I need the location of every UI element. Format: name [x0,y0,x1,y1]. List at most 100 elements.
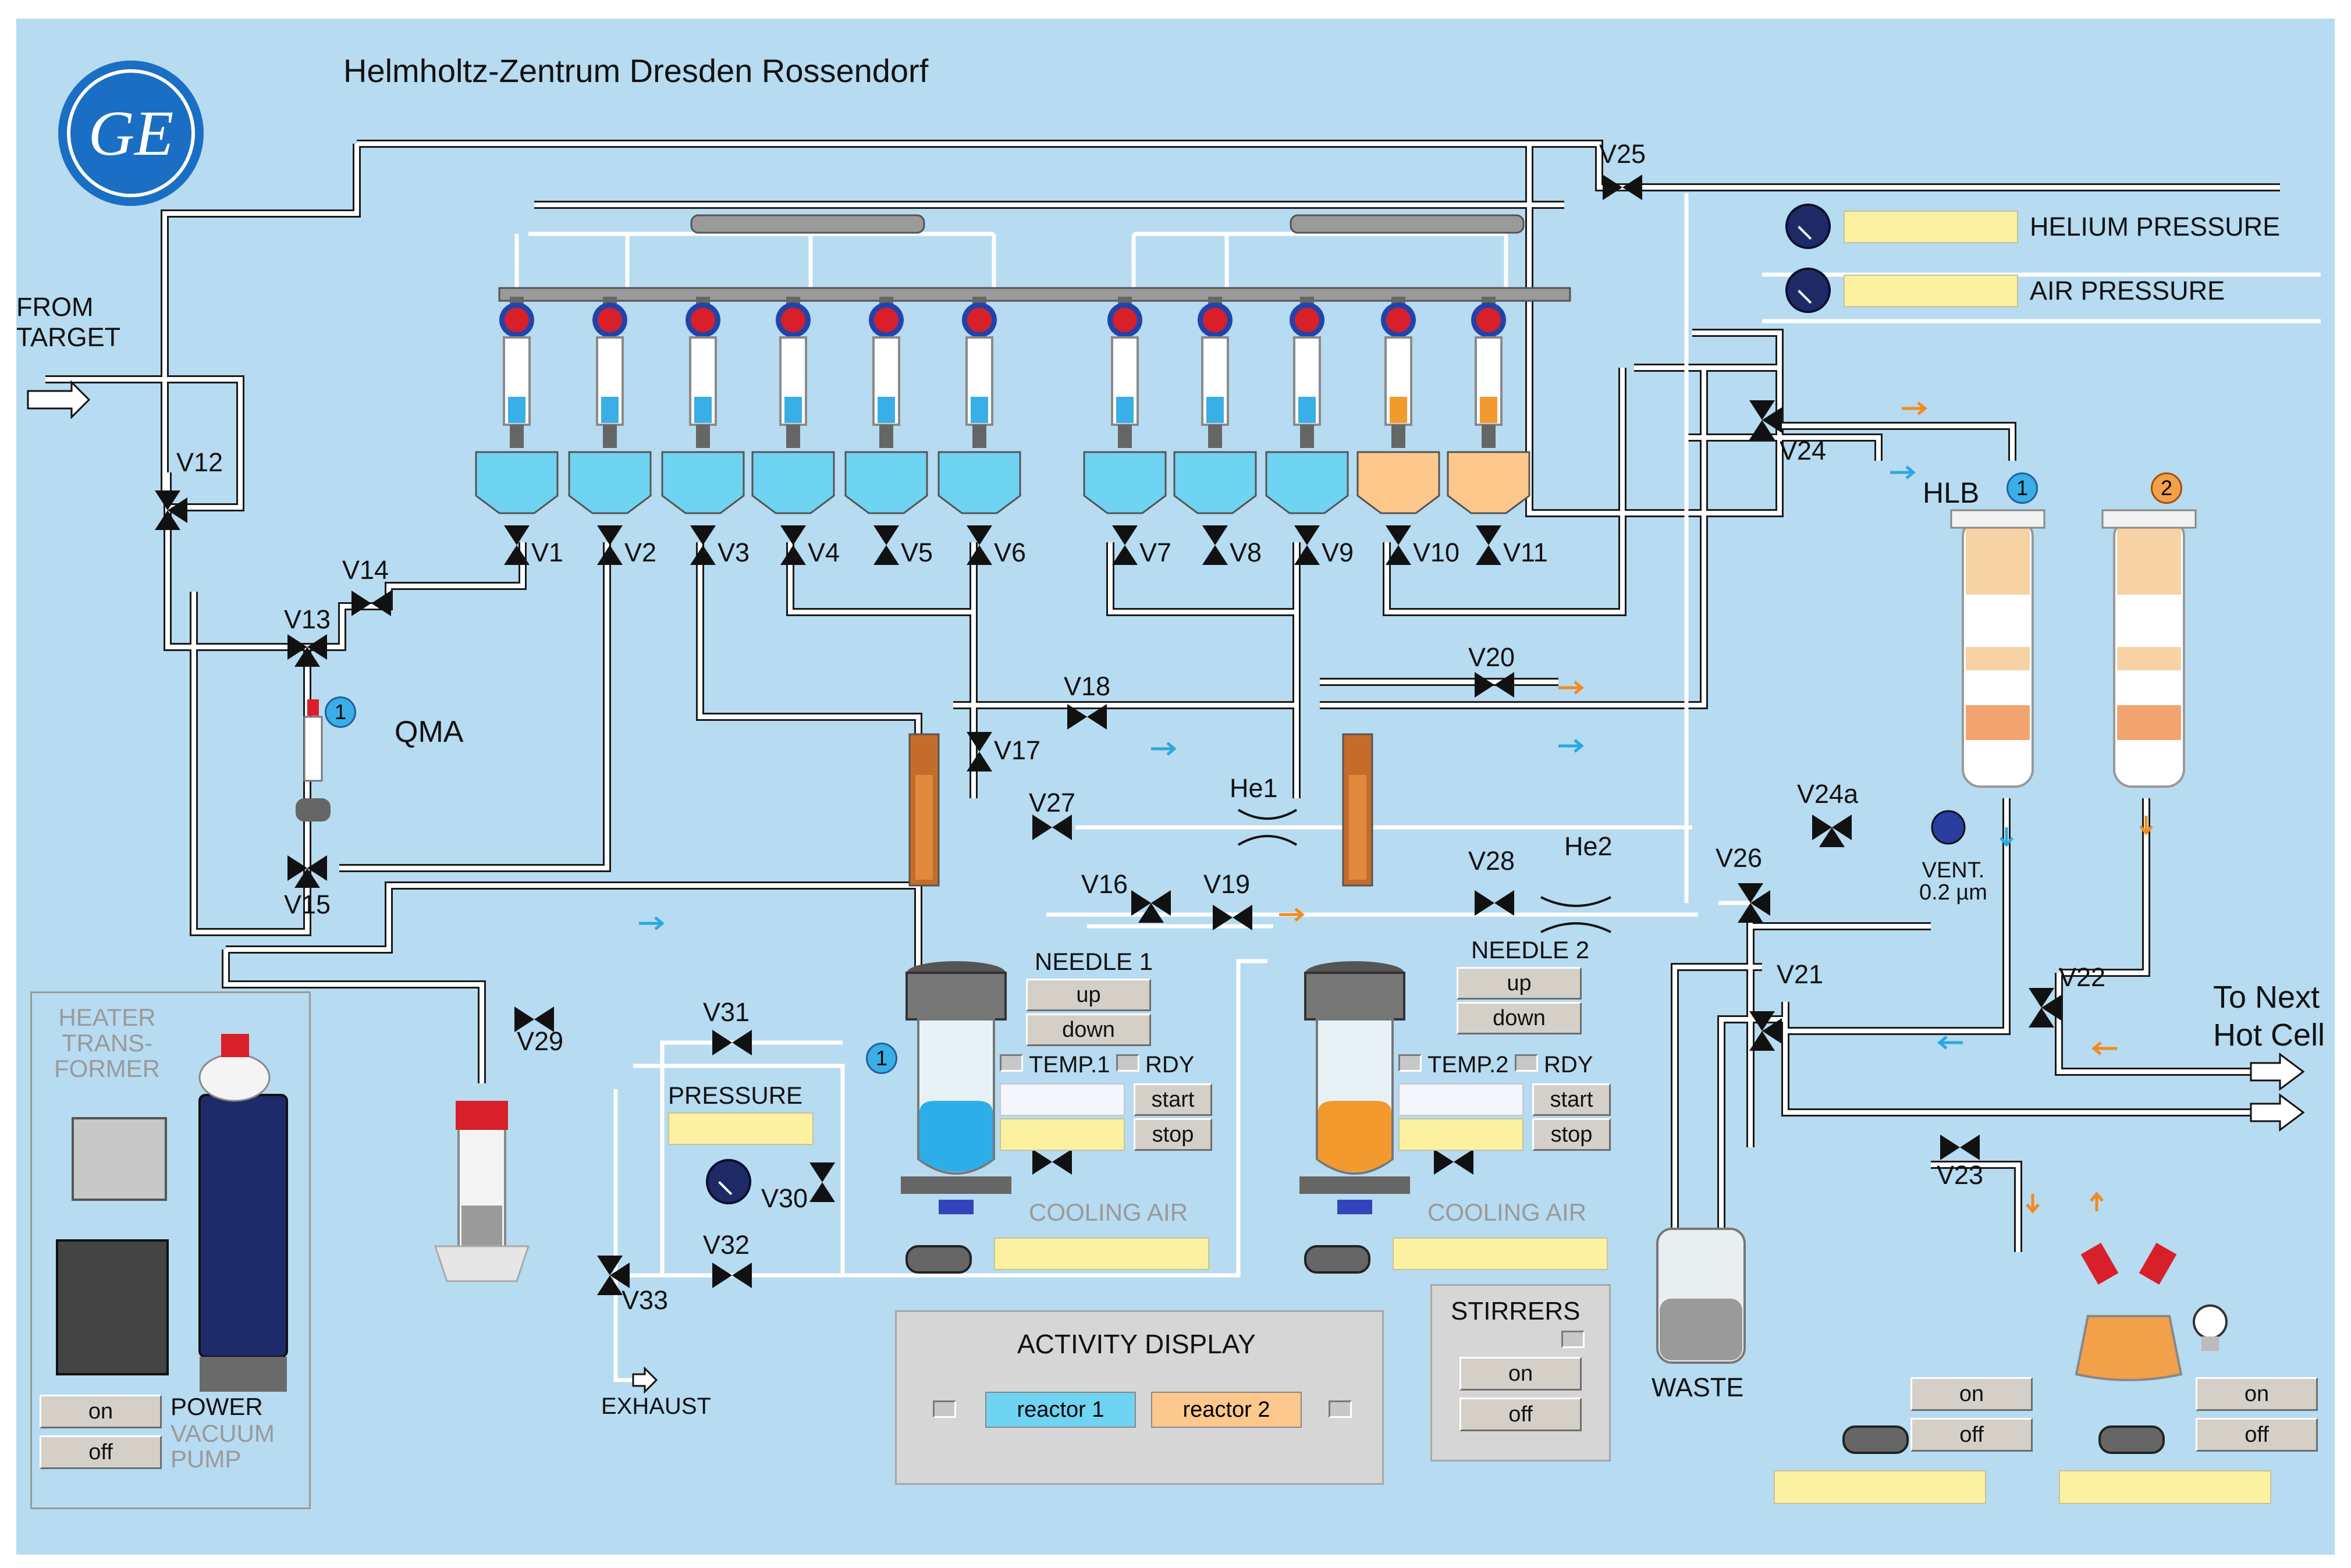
needle2-title: NEEDLE 2 [1471,936,1590,963]
valve-label-v24[interactable]: V24 [1780,436,1827,465]
product-off-button[interactable]: off [2196,1418,2318,1452]
temp1-actual-field [1000,1118,1125,1151]
helium-pressure-label: HELIUM PRESSURE [2030,212,2281,241]
stirrers-off-button[interactable]: off [1459,1398,1582,1431]
valve-label-v26[interactable]: V26 [1716,843,1763,873]
hlb-label: HLB [1923,477,1980,509]
valve-label-v12[interactable]: V12 [176,447,223,477]
temp2-setpoint-field[interactable] [1398,1083,1523,1116]
valve-label-v22[interactable]: V22 [2059,962,2106,992]
valve-label-v23[interactable]: V23 [1937,1160,1984,1190]
air-pressure-gauge-icon [1785,268,1831,313]
reactor1-badge: 1 [866,1043,897,1074]
pressure-gauge-icon [706,1159,751,1204]
air-pressure-label: AIR PRESSURE [2030,276,2225,305]
valve-label-v7[interactable]: V7 [1139,538,1172,567]
valve-label-v17[interactable]: V17 [994,735,1041,765]
valve-label-v32[interactable]: V32 [703,1230,750,1260]
ge-logo-text: GE [88,97,174,169]
valve-label-v13[interactable]: V13 [284,605,331,634]
valve-label-v6[interactable]: V6 [994,538,1027,567]
needle2-down-button[interactable]: down [1457,1002,1582,1034]
heater1-stop-button[interactable]: stop [1134,1118,1212,1151]
needle1-title: NEEDLE 1 [1035,948,1153,975]
valve-label-v16[interactable]: V16 [1081,869,1128,899]
he1-label: He1 [1230,773,1278,803]
activity-reactor1-button[interactable]: reactor 1 [985,1392,1136,1428]
valve-label-v25[interactable]: V25 [1599,139,1646,169]
heater-transformer-label: HEATER TRANS- FORMER [54,1004,160,1083]
temp1-label: TEMP.1 [1029,1052,1110,1078]
valve-label-v28[interactable]: V28 [1468,846,1515,876]
activity-display-panel [895,1310,1384,1485]
temp2-led [1398,1054,1422,1072]
valve-label-v31[interactable]: V31 [703,997,750,1027]
he2-label: He2 [1564,831,1613,861]
pressure-field [668,1112,814,1145]
needle1-down-button[interactable]: down [1026,1014,1151,1046]
valve-label-v19[interactable]: V19 [1203,869,1251,899]
valve-label-v21[interactable]: V21 [1777,959,1824,989]
vent-label: VENT. 0.2 µm [1919,858,1987,905]
valve-label-v27[interactable]: V27 [1029,788,1076,817]
page-title: Helmholtz-Zentrum Dresden Rossendorf [343,52,929,89]
stirrers-title: STIRRERS [1451,1297,1581,1325]
valve-label-v2[interactable]: V2 [624,538,657,567]
valve-label-v1[interactable]: V1 [531,538,564,567]
qma-badge: 1 [325,696,356,728]
reactor2-stirrer-field [1393,1238,1608,1270]
activity-display-title: ACTIVITY DISPLAY [1017,1329,1256,1359]
heater1-start-button[interactable]: start [1134,1083,1212,1116]
valve-label-v10[interactable]: V10 [1413,538,1460,567]
needle2-up-button[interactable]: up [1457,967,1582,1000]
to-next-hot-cell-label: To Next Hot Cell [2213,980,2325,1053]
valve-label-v9[interactable]: V9 [1322,538,1354,567]
synthesis-module-screen: GE Helmholtz-Zentrum Dresden Rossendorf … [16,19,2335,1555]
valve-label-v30[interactable]: V30 [761,1183,808,1213]
heater2-start-button[interactable]: start [1532,1083,1611,1116]
cooling-air-1-label: COOLING AIR [1029,1199,1188,1226]
needle1-up-button[interactable]: up [1026,979,1151,1011]
rdy2-led [1515,1054,1538,1072]
power-label: POWER [171,1393,263,1420]
hlb1-stirrer-field [1774,1470,1986,1504]
stirrers-on-button[interactable]: on [1459,1357,1582,1391]
waste-label: WASTE [1652,1373,1744,1402]
valve-label-v14[interactable]: V14 [342,555,389,585]
activity-led-left [933,1400,956,1418]
valve-label-v24a[interactable]: V24a [1797,779,1859,809]
power-on-button[interactable]: on [40,1395,162,1428]
valve-label-v15[interactable]: V15 [284,890,331,919]
valve-label-v20[interactable]: V20 [1468,642,1515,672]
vacuum-pump-label: VACUUM PUMP [171,1420,275,1473]
hlb1-on-button[interactable]: on [1910,1377,2033,1411]
helium-pressure-field [1844,211,2018,243]
temp2-label: TEMP.2 [1427,1052,1509,1078]
product-stirrer-field [2059,1470,2271,1504]
from-target-label: FROM TARGET [16,292,121,352]
temp2-actual-field [1398,1118,1523,1151]
pressure-label: PRESSURE [668,1082,803,1109]
valve-label-v18[interactable]: V18 [1064,671,1111,701]
temp1-setpoint-field[interactable] [1000,1083,1125,1116]
heater-pump-panel [30,991,311,1509]
air-pressure-field [1844,275,2018,307]
qma-label: QMA [395,715,464,749]
product-on-button[interactable]: on [2196,1377,2318,1411]
valve-label-v33[interactable]: V33 [622,1285,669,1315]
rdy1-led [1116,1054,1139,1072]
valve-label-v11[interactable]: V11 [1503,538,1548,567]
valve-label-v3[interactable]: V3 [718,538,750,567]
valve-label-v5[interactable]: V5 [901,538,933,567]
rdy2-label: RDY [1544,1052,1593,1078]
hlb1-off-button[interactable]: off [1910,1418,2033,1452]
heater2-stop-button[interactable]: stop [1532,1118,1611,1151]
power-off-button[interactable]: off [40,1435,162,1469]
valve-label-v8[interactable]: V8 [1230,538,1262,567]
exhaust-label: EXHAUST [601,1393,711,1419]
valve-label-v4[interactable]: V4 [808,538,840,567]
ge-logo: GE [58,61,204,206]
valve-label-v29[interactable]: V29 [517,1026,564,1056]
hlb2-badge: 2 [2151,472,2182,504]
activity-reactor2-button[interactable]: reactor 2 [1151,1392,1302,1428]
